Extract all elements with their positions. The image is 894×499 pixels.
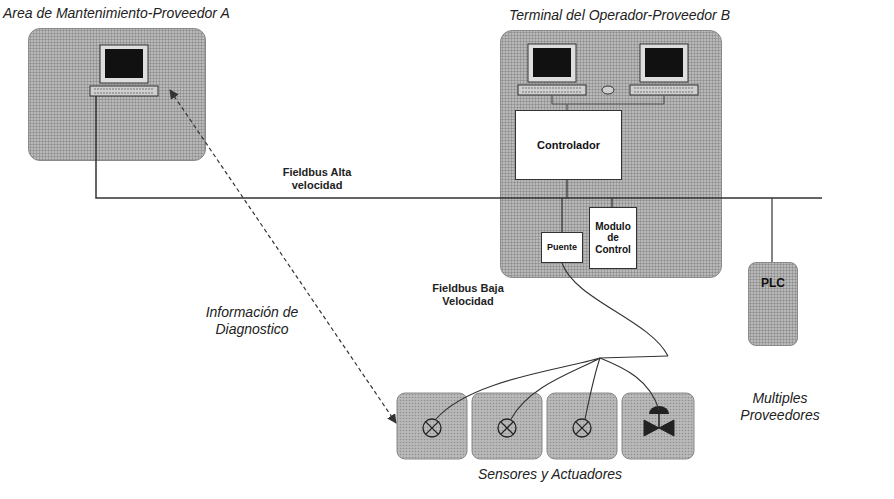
bus-label: Fieldbus Baja Velocidad (418, 282, 518, 308)
drawing-part (528, 44, 576, 82)
drawing-part (649, 406, 669, 414)
drawing-part (573, 419, 591, 437)
diagnostic-arrow (170, 90, 396, 423)
diagnostic-label: Información de Diagnostico (196, 304, 308, 338)
terminal-panel: Terminal del Operador-Proveedor BControl… (500, 30, 722, 278)
drawing-part (576, 422, 589, 435)
drawing-part (622, 393, 694, 459)
heading-holder: Area de Mantenimiento-Proveedor A (3, 4, 230, 22)
label-holder: Multiples Proveedores (720, 390, 840, 424)
bus-drop (562, 180, 772, 262)
drawing-part (522, 88, 582, 92)
drawing-part (600, 358, 659, 410)
drawing-part (511, 358, 600, 419)
drawing-part (90, 86, 158, 96)
drawing-part (658, 414, 660, 428)
label-holder: Información de Diagnostico (196, 304, 308, 338)
drawing-part (100, 45, 148, 83)
valve-symbol (644, 406, 674, 436)
label-holder: Fieldbus Alta velocidad (272, 166, 362, 192)
computer-icon (90, 45, 158, 96)
drawing-part (562, 263, 668, 356)
lan-wire (552, 95, 664, 110)
drawing-part (436, 358, 600, 419)
drawing-part (94, 89, 154, 93)
box-label: PLC (761, 277, 785, 291)
sensor-symbols (423, 419, 591, 437)
drawing-part (501, 422, 514, 435)
drawing-part (518, 85, 586, 95)
control-module-box: Modulo de Control (589, 207, 637, 269)
drawing-part (397, 393, 467, 459)
plc-box: PLC (748, 262, 798, 346)
label-holder: Sensores y Actuadores (440, 466, 660, 483)
drawing-part (585, 358, 600, 419)
drawing-part (640, 44, 688, 82)
controller-box: Controlador (515, 110, 622, 180)
panel-heading: Terminal del Operador-Proveedor B (509, 7, 730, 23)
fieldbus-high-speed (96, 96, 822, 198)
computer-icon (602, 44, 698, 95)
heading-holder: Terminal del Operador-Proveedor B (509, 6, 730, 24)
drawing-part (644, 420, 674, 436)
bus-label: Fieldbus Alta velocidad (272, 166, 362, 192)
drawing-part (630, 85, 698, 95)
drawing-part (600, 356, 668, 358)
panel-heading: Area de Mantenimiento-Proveedor A (3, 5, 230, 21)
group-caption: Sensores y Actuadores (440, 466, 660, 483)
area-panel: Area de Mantenimiento-Proveedor A (28, 28, 206, 161)
drawing-part (498, 419, 516, 437)
drawing-part (634, 88, 694, 92)
computer-icon (518, 44, 586, 95)
drawing-part (423, 419, 441, 437)
box-label: Controlador (537, 139, 600, 152)
drawing-part (645, 48, 683, 77)
drawing-part (105, 49, 143, 78)
vendor-label: Multiples Proveedores (720, 390, 840, 424)
label-holder: Fieldbus Baja Velocidad (418, 282, 518, 308)
drawing-part (547, 393, 617, 459)
box-label: Modulo de Control (592, 221, 634, 256)
drawing-part (426, 422, 439, 435)
fieldbus-low-speed (436, 263, 668, 419)
box-label: Puente (547, 242, 577, 252)
sensor-boxes (397, 393, 694, 459)
drawing-part (472, 393, 542, 459)
drawing-part (533, 48, 571, 77)
drawing-part (602, 86, 614, 94)
bridge-box: Puente (541, 232, 583, 263)
